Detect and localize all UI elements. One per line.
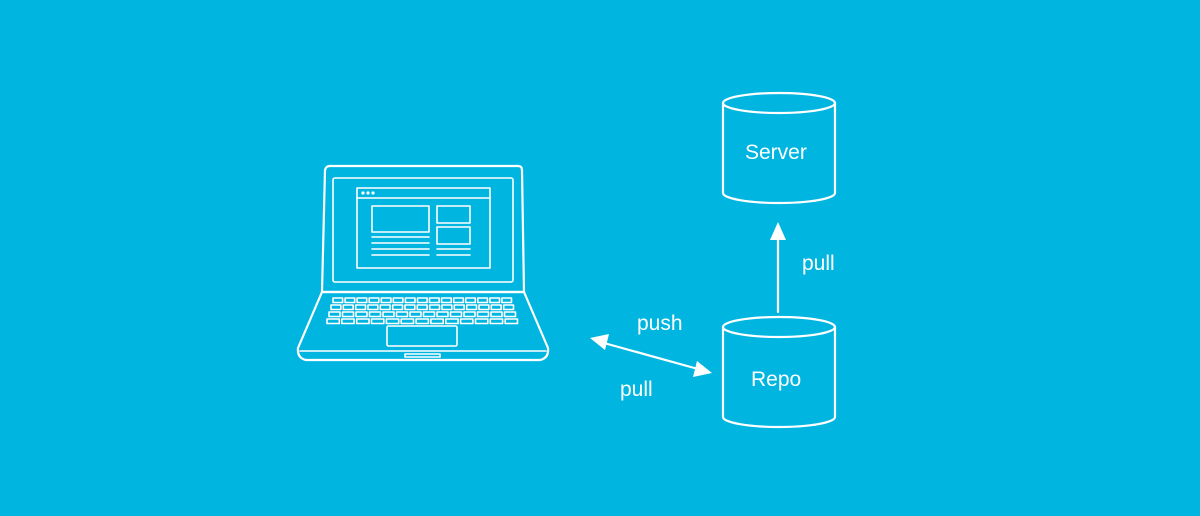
- keyboard-key: [436, 311, 449, 318]
- repo-label: Repo: [751, 368, 802, 391]
- server-icon: [721, 91, 837, 205]
- keyboard-key: [416, 297, 428, 304]
- keyboard-key: [428, 297, 440, 304]
- keyboard-key: [392, 297, 404, 304]
- keyboard-key: [395, 311, 409, 318]
- keyboard-key: [440, 297, 453, 304]
- keyboard-key: [501, 297, 513, 304]
- keyboard-key: [344, 297, 356, 304]
- keyboard-key: [504, 318, 519, 325]
- repo-to-server-pull-label: pull: [802, 252, 835, 275]
- keyboard-key: [370, 318, 385, 325]
- keyboard-key: [332, 297, 344, 304]
- keyboard-key: [415, 318, 430, 325]
- keyboard-key: [490, 311, 503, 318]
- keyboard-key: [416, 304, 428, 311]
- keyboard-key: [326, 318, 341, 325]
- keyboard-key: [444, 318, 459, 325]
- keyboard-key: [355, 311, 368, 318]
- keyboard-key: [340, 318, 355, 325]
- keyboard-key: [380, 297, 392, 304]
- keyboard-key: [328, 311, 341, 318]
- keyboard-key: [342, 304, 354, 311]
- keyboard-key: [430, 318, 444, 325]
- keyboard-key: [400, 318, 415, 325]
- keyboard-key: [379, 304, 391, 311]
- keyboard-key: [503, 311, 517, 318]
- keyboard-key: [404, 297, 416, 304]
- keyboard: [326, 297, 519, 325]
- keyboard-key: [463, 311, 476, 318]
- keyboard-key: [330, 304, 342, 311]
- keyboard-key: [459, 318, 474, 325]
- keyboard-key: [409, 311, 422, 318]
- laptop-icon: [296, 164, 550, 362]
- keyboard-key: [449, 311, 463, 318]
- keyboard-key: [356, 297, 368, 304]
- keyboard-key: [478, 304, 490, 311]
- keyboard-key: [453, 304, 465, 311]
- keyboard-key: [476, 311, 490, 318]
- keyboard-key: [391, 304, 404, 311]
- server-label: Server: [745, 141, 807, 164]
- keyboard-key: [490, 304, 502, 311]
- keyboard-key: [476, 297, 489, 304]
- keyboard-key: [367, 304, 379, 311]
- keyboard-key: [474, 318, 489, 325]
- keyboard-key: [489, 318, 504, 325]
- keyboard-key: [489, 297, 501, 304]
- keyboard-key: [452, 297, 465, 304]
- push-label: push: [637, 312, 683, 335]
- keyboard-key: [404, 304, 416, 311]
- keyboard-key: [422, 311, 436, 318]
- keyboard-key: [465, 304, 478, 311]
- keyboard-key: [355, 318, 370, 325]
- keyboard-key: [354, 304, 367, 311]
- repo-to-server-arrow: [770, 222, 786, 314]
- repo-icon: [721, 315, 837, 429]
- keyboard-key: [385, 318, 400, 325]
- keyboard-key: [368, 311, 382, 318]
- keyboard-key: [368, 297, 380, 304]
- laptop-repo-double-arrow: [590, 334, 712, 377]
- keyboard-key: [441, 304, 453, 311]
- keyboard-key: [341, 311, 355, 318]
- keyboard-key: [382, 311, 395, 318]
- pull-label: pull: [620, 378, 653, 401]
- keyboard-key: [502, 304, 515, 311]
- keyboard-key: [428, 304, 441, 311]
- keyboard-key: [464, 297, 477, 304]
